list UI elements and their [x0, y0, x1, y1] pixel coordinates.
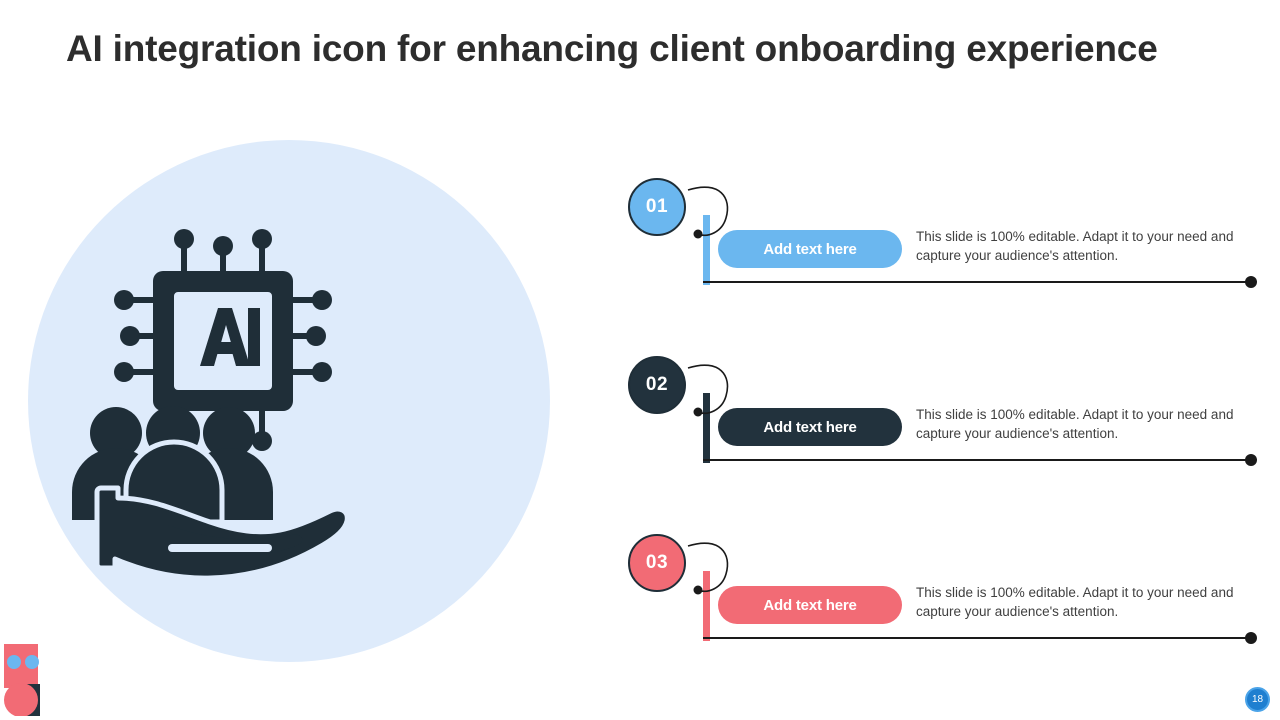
item-number-badge[interactable]: 02	[628, 356, 686, 414]
item-number-label: 03	[645, 552, 669, 573]
list-item: 01 Add text here This slide is 100% edit…	[620, 168, 1265, 308]
item-accent-bar	[703, 571, 710, 641]
item-accent-bar	[703, 215, 710, 285]
item-number-badge[interactable]: 01	[628, 178, 686, 236]
list-item: 02 Add text here This slide is 100% edit…	[620, 346, 1265, 486]
ai-hand-people-icon	[72, 229, 350, 581]
add-text-button-label: Add text here	[763, 240, 857, 258]
items-list: 01 Add text here This slide is 100% edit…	[620, 160, 1265, 680]
add-text-button[interactable]: Add text here	[718, 408, 902, 446]
item-number-badge[interactable]: 03	[628, 534, 686, 592]
add-text-button-label: Add text here	[763, 418, 857, 436]
connector-arc-icon	[687, 542, 729, 595]
page-title: AI integration icon for enhancing client…	[66, 28, 1158, 69]
add-text-button[interactable]: Add text here	[718, 586, 902, 624]
item-end-dot	[1245, 632, 1257, 644]
item-number-label: 02	[645, 374, 669, 395]
item-end-dot	[1245, 276, 1257, 288]
item-baseline	[703, 281, 1251, 283]
item-description: This slide is 100% editable. Adapt it to…	[916, 229, 1234, 263]
connector-arc-icon	[687, 364, 729, 417]
item-baseline	[703, 459, 1251, 461]
connector-arc-icon	[687, 186, 729, 239]
item-end-dot	[1245, 454, 1257, 466]
item-baseline	[703, 637, 1251, 639]
page-number-badge: 18	[1245, 687, 1270, 712]
list-item: 03 Add text here This slide is 100% edit…	[620, 524, 1265, 664]
item-number-label: 01	[645, 196, 669, 217]
item-description: This slide is 100% editable. Adapt it to…	[916, 407, 1234, 441]
brand-logo-mark	[4, 644, 40, 716]
item-accent-bar	[703, 393, 710, 463]
item-description: This slide is 100% editable. Adapt it to…	[916, 585, 1234, 619]
add-text-button-label: Add text here	[763, 596, 857, 614]
add-text-button[interactable]: Add text here	[718, 230, 902, 268]
ai-illustration	[28, 140, 550, 662]
